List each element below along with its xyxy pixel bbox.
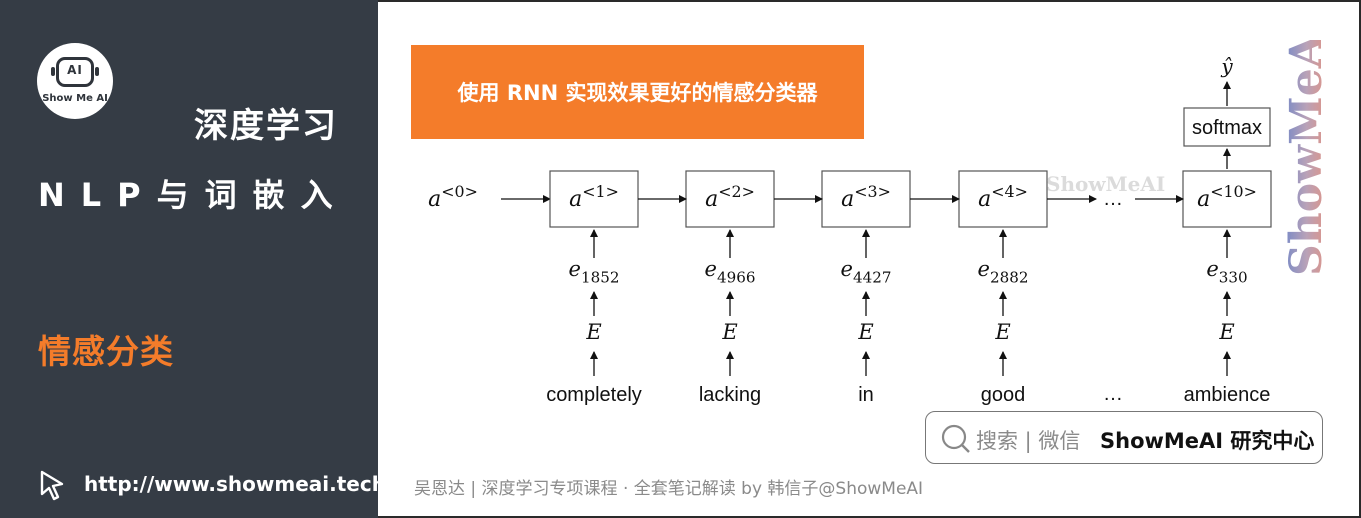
ellipsis-hidden: … — [1103, 188, 1123, 210]
output-y-hat: ŷ — [1220, 54, 1233, 78]
input-word: lacking — [699, 384, 761, 406]
embedding-label: e4427 — [841, 257, 892, 286]
logo-ear-left — [51, 67, 55, 76]
watermark-vertical: ShowMeAI — [1283, 40, 1332, 276]
robot-face-icon: AI — [56, 57, 94, 87]
cursor-click-icon — [40, 470, 64, 501]
logo-face-text: AI — [67, 63, 83, 77]
embedding-matrix-label: E — [1218, 320, 1234, 344]
input-word: good — [981, 384, 1026, 406]
embedding-matrix-label: E — [857, 320, 873, 344]
embedding-label: e2882 — [978, 257, 1029, 286]
rnn-cell-state-label: a<2> — [705, 182, 755, 212]
rnn-cell-box — [685, 170, 775, 228]
input-word: ambience — [1184, 384, 1271, 406]
topic-title: 情感分类 — [38, 332, 174, 371]
wechat-search-box[interactable]: 搜索 | 微信 ShowMeAI 研究中心 — [925, 411, 1323, 464]
ellipsis-words: … — [1103, 383, 1123, 405]
rnn-cell-state-label: a<4> — [978, 182, 1028, 212]
rnn-cell-box — [1182, 170, 1272, 228]
rnn-cell-box — [549, 170, 639, 228]
site-url-link[interactable]: http://www.showmeai.tech/ — [84, 472, 394, 496]
search-hint: 搜索 | 微信 — [976, 429, 1081, 453]
input-word: completely — [546, 384, 642, 406]
showmeai-logo: AI Show Me AI — [37, 43, 113, 119]
softmax-box — [1183, 107, 1271, 147]
state-label-a0: a<0> — [428, 182, 478, 212]
embedding-label: e4966 — [705, 257, 756, 286]
rnn-cell-state-label: a<10> — [1197, 182, 1257, 212]
embedding-matrix-label: E — [585, 320, 601, 344]
embedding-label: e1852 — [569, 257, 620, 286]
watermark-vertical-text: ShowMeAI — [1283, 40, 1332, 276]
logo-ear-right — [95, 67, 99, 76]
banner-title: 使用 RNN 实现效果更好的情感分类器 — [457, 81, 818, 105]
embedding-matrix-label: E — [994, 320, 1010, 344]
search-icon — [941, 424, 970, 453]
watermark-inline: ShowMeAI — [1046, 172, 1166, 196]
course-title: 深度学习 — [194, 106, 338, 146]
embedding-matrix-label: E — [721, 320, 737, 344]
section-banner: 使用 RNN 实现效果更好的情感分类器 — [411, 45, 864, 139]
sidebar: AI Show Me AI 深度学习 NLP与词嵌入 情感分类 http://w… — [0, 0, 393, 518]
chapter-title: NLP与词嵌入 — [38, 176, 349, 214]
softmax-label: softmax — [1192, 117, 1262, 139]
footer-credit: 吴恩达 | 深度学习专项课程 · 全套笔记解读 by 韩信子@ShowMeAI — [414, 479, 924, 499]
logo-text: Show Me AI — [42, 93, 108, 104]
input-word: in — [858, 384, 874, 406]
embedding-label: e330 — [1206, 257, 1247, 286]
rnn-cell-state-label: a<1> — [569, 182, 619, 212]
rnn-cell-state-label: a<3> — [841, 182, 891, 212]
rnn-cell-box — [958, 170, 1048, 228]
search-brand: ShowMeAI 研究中心 — [1100, 429, 1315, 453]
